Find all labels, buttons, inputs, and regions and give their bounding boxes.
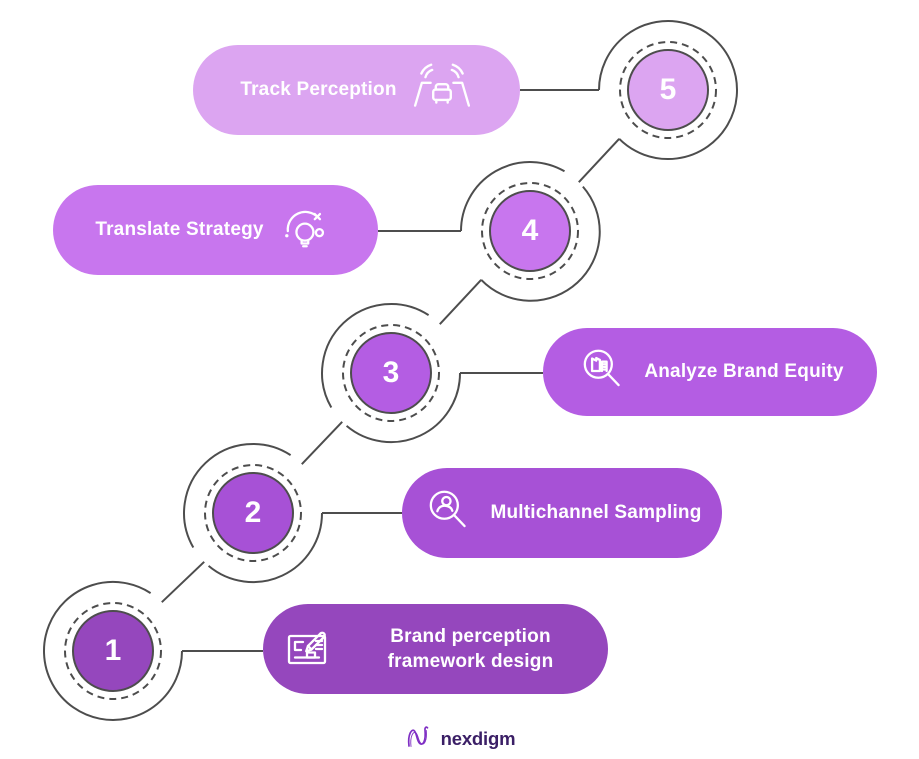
outer-ring-3b [321,302,430,408]
step-label: Brand perception framework design [387,625,554,672]
dashed-ring-5 [619,41,717,139]
step-pill-track-perception: Track Perception [193,45,520,135]
outer-ring-2b [183,442,292,548]
outer-ring-2a [207,512,324,584]
dashed-ring-3 [342,324,440,422]
step-pill-translate-strategy: Translate Strategy [53,185,378,275]
dashed-ring-1 [64,602,162,700]
step-label: Analyze Brand Equity [644,361,844,383]
diagonal-2-3 [301,421,343,465]
outer-ring-3a [345,372,462,444]
step-pill-brand-perception-framework: Brand perception framework design [263,604,608,694]
outer-ring-1 [43,580,183,721]
dashed-ring-2 [204,464,302,562]
brand-footer: nexdigm [0,720,919,757]
magnifier-report-icon [576,343,630,402]
step-label: Track Perception [240,79,397,101]
step-circle-2 [212,472,294,554]
nexdigm-logo-icon [404,720,434,757]
diagonal-3-4 [439,279,482,325]
bulb-strategy-icon [278,201,336,260]
step-pill-analyze-brand-equity: Analyze Brand Equity [543,328,877,416]
car-tracking-icon [411,62,473,119]
step-circle-5 [627,49,709,131]
blueprint-pencil-icon [281,619,337,680]
magnifier-person-icon [422,484,476,543]
outer-ring-4b [480,185,601,302]
diagonal-1-2 [161,561,205,603]
outer-ring-4a [460,161,565,232]
diagonal-4-5 [578,138,620,183]
step-circle-4 [489,190,571,272]
dashed-ring-4 [481,182,579,280]
outer-ring-5 [598,20,738,161]
brand-name: nexdigm [440,727,516,749]
step-circle-1 [72,610,154,692]
connector-lines [43,20,738,721]
step-circle-3 [350,332,432,414]
step-label: Multichannel Sampling [490,502,702,524]
step-label: Translate Strategy [95,219,264,241]
step-pill-multichannel-sampling: Multichannel Sampling [402,468,722,558]
